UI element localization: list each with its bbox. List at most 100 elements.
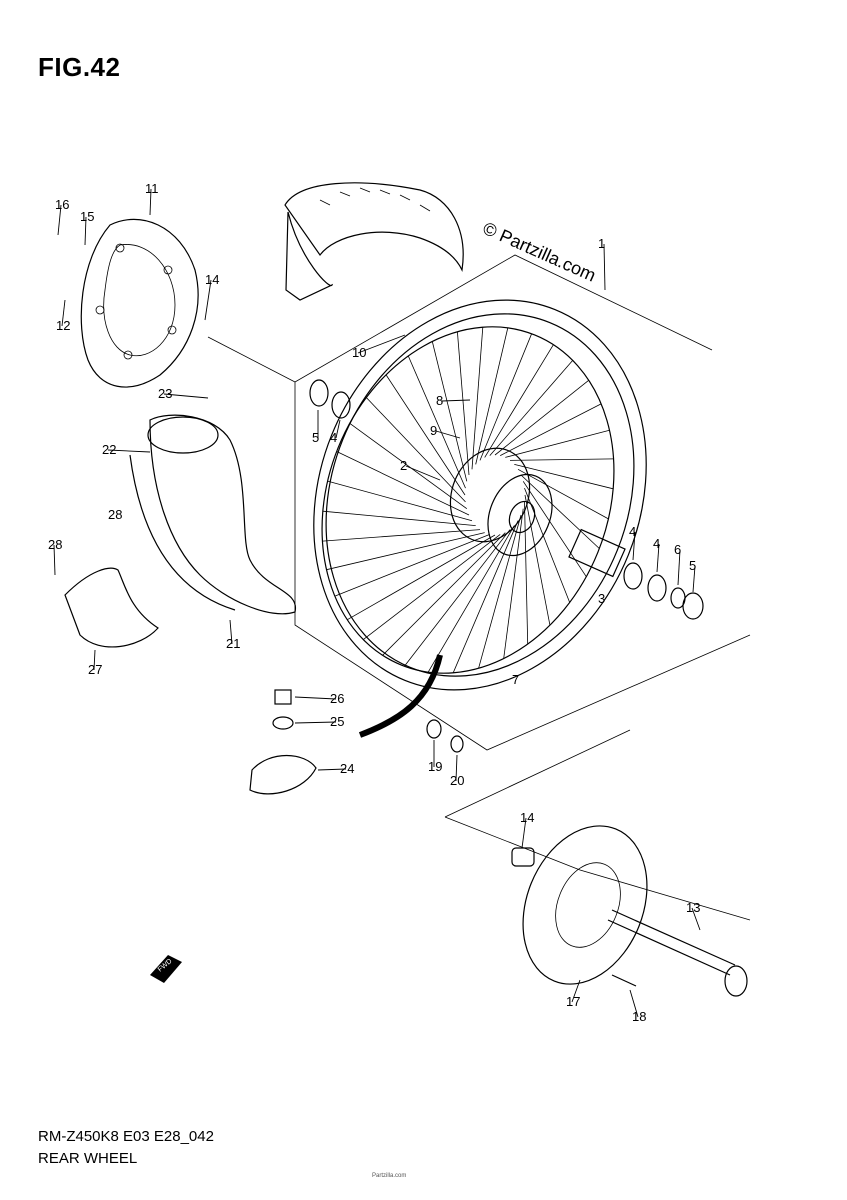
- callout-leader: [603, 243, 606, 291]
- callout-label: 28: [108, 507, 122, 522]
- callout-leader: [294, 721, 337, 724]
- callout-leader: [57, 204, 62, 236]
- callout-label: 5: [312, 430, 319, 445]
- callout-leader: [294, 696, 337, 700]
- washer-part: [272, 716, 294, 730]
- spoke: [479, 333, 532, 461]
- bolt-part: [611, 974, 637, 987]
- tube-part: [147, 414, 296, 615]
- callout-label: 17: [566, 994, 580, 1009]
- callout-leader: [435, 430, 461, 439]
- tire-part: [284, 182, 464, 301]
- rim-lock-part: [249, 754, 317, 795]
- spoke: [475, 327, 509, 465]
- callout-label: 4: [629, 524, 636, 539]
- spoke: [505, 429, 610, 458]
- callout-leader: [571, 979, 581, 1003]
- spoke: [407, 355, 466, 489]
- figure-code: RM-Z450K8 E03 E28_042: [38, 1128, 214, 1145]
- rotor-leader: [207, 336, 296, 383]
- spoke: [514, 464, 614, 490]
- washer-20-part: [450, 735, 464, 753]
- callout-leader: [149, 188, 152, 216]
- spoke: [494, 379, 589, 456]
- spoke: [517, 468, 609, 520]
- spacer-part: [568, 528, 626, 578]
- spoke: [322, 529, 481, 542]
- callout-leader: [204, 279, 212, 321]
- callout-label: 20: [450, 773, 464, 788]
- spoke: [427, 525, 515, 673]
- callout-label: 10: [352, 345, 366, 360]
- callout-leader: [93, 649, 96, 671]
- spoke: [489, 360, 574, 456]
- spoke: [524, 494, 551, 626]
- spoke: [503, 508, 524, 659]
- callout-label: 19: [428, 759, 442, 774]
- spoke: [431, 341, 468, 482]
- spoke: [452, 520, 519, 673]
- callout-leader: [229, 619, 233, 645]
- callout-leader: [317, 768, 347, 771]
- bearing-part: [623, 562, 643, 590]
- callout-label: 6: [674, 542, 681, 557]
- callout-leader: [335, 419, 341, 439]
- spoke: [500, 403, 602, 456]
- spoke: [326, 532, 485, 571]
- callout-label: 18: [632, 1009, 646, 1024]
- callout-leader: [61, 299, 66, 327]
- callout-leader: [405, 465, 441, 481]
- spoke: [336, 451, 470, 516]
- callout-leader: [163, 393, 209, 399]
- callout-label: 14: [205, 272, 219, 287]
- spoke: [327, 480, 473, 522]
- rim-band-part: [358, 654, 443, 738]
- callout-leader: [84, 216, 87, 246]
- callout-label: 24: [340, 761, 354, 776]
- disc-guard-part: [64, 567, 159, 648]
- assembly-box-side: [294, 382, 751, 751]
- sprocket-box-top: [444, 729, 631, 818]
- spokes-part: [322, 327, 614, 673]
- callout-label: 27: [88, 662, 102, 677]
- spoke: [347, 534, 496, 621]
- callout-leader: [656, 543, 660, 573]
- spoke: [509, 458, 614, 461]
- spoke: [520, 474, 600, 549]
- callout-label: 22: [102, 442, 116, 457]
- footnote: Partzilla.com: [372, 1173, 407, 1179]
- hub-part: [449, 447, 553, 557]
- callout-label: 15: [80, 209, 94, 224]
- nut-part: [274, 689, 292, 705]
- callout-leader: [677, 549, 681, 586]
- callout-label: 3: [598, 591, 605, 606]
- callout-label: 2: [400, 458, 407, 473]
- assembly-box-top: [294, 254, 713, 383]
- spoke: [349, 422, 468, 510]
- callout-label: 26: [330, 691, 344, 706]
- spoke: [322, 510, 476, 526]
- spoke: [522, 481, 587, 577]
- callout-label: 23: [158, 386, 172, 401]
- spoke: [366, 397, 466, 503]
- callout-label: 12: [56, 318, 70, 333]
- callout-label: 25: [330, 714, 344, 729]
- axle-leader: [444, 816, 751, 921]
- callout-label: 4: [330, 430, 337, 445]
- oil-seal-part: [682, 592, 704, 620]
- callout-group: 1234445567891011121314141516171819202122…: [48, 181, 700, 1024]
- spoke: [404, 529, 511, 667]
- spoke: [382, 532, 506, 656]
- callout-label: 7: [512, 672, 519, 687]
- callout-label: 1: [598, 236, 605, 251]
- spoke: [334, 534, 490, 597]
- callout-label: 4: [653, 536, 660, 551]
- callout-label: 13: [686, 900, 700, 915]
- fwd-arrow-icon: FWD: [150, 955, 182, 983]
- callout-leader: [629, 989, 639, 1018]
- callout-leader: [53, 544, 56, 576]
- callout-label: 11: [145, 181, 159, 196]
- brake-disc-part: [80, 218, 199, 388]
- callout-leader: [455, 754, 458, 782]
- bearing-part: [647, 574, 667, 602]
